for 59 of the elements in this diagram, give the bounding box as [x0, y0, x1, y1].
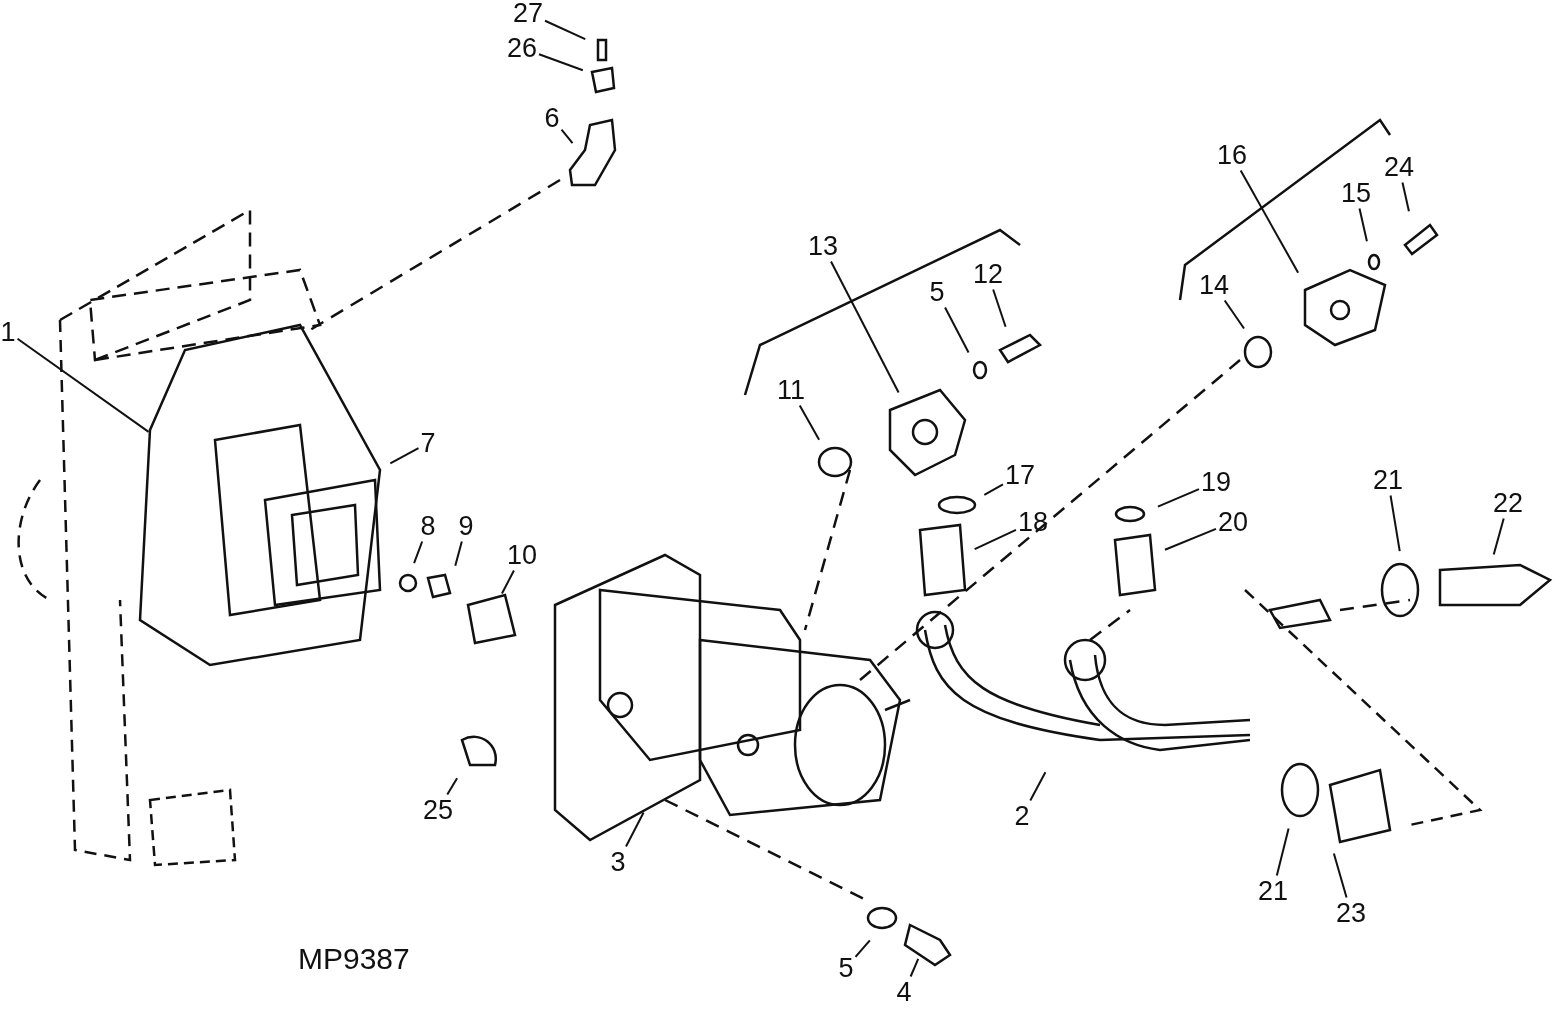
leader-line: [454, 540, 463, 567]
callout-number: 21: [1373, 466, 1403, 494]
callout-number: 9: [458, 512, 474, 540]
callout-number: 5: [838, 954, 854, 982]
callout-number: 4: [896, 978, 912, 1006]
leader-line: [830, 260, 900, 394]
leader-line: [1358, 207, 1368, 243]
leader-line: [992, 288, 1007, 328]
leader-line: [1223, 299, 1246, 330]
leader-line: [1401, 181, 1410, 213]
leader-line: [1332, 852, 1348, 899]
leader-line: [1156, 488, 1200, 508]
callout-number: 21: [1258, 877, 1288, 905]
callout-number: 16: [1217, 141, 1247, 169]
callout-number: 11: [777, 376, 805, 404]
leader-line: [1029, 771, 1047, 802]
callout-number: 3: [610, 848, 626, 876]
callout-number: 23: [1336, 899, 1366, 927]
callout-number: 22: [1493, 489, 1523, 517]
leader-line: [389, 447, 420, 465]
callout-number: 5: [929, 278, 945, 306]
callout-number: 27: [513, 0, 543, 27]
leader-line: [560, 128, 574, 145]
callout-number: 10: [507, 541, 537, 569]
callout-number: 24: [1384, 153, 1414, 181]
callout-number: 18: [1018, 508, 1048, 536]
callout-number: 1: [0, 318, 16, 346]
callout-number: 20: [1218, 508, 1248, 536]
callout-number: 8: [420, 512, 436, 540]
leader-line: [1275, 827, 1290, 877]
callout-number: 7: [420, 429, 436, 457]
leader-line: [1492, 517, 1505, 556]
leader-line: [446, 777, 459, 796]
leader-line: [909, 957, 920, 978]
callout-number: 15: [1341, 179, 1371, 207]
figure-number: MP9387: [298, 942, 410, 976]
callout-number: 12: [973, 260, 1003, 288]
leader-line: [1163, 527, 1217, 551]
leader-line: [973, 528, 1017, 551]
callout-number: 19: [1201, 468, 1231, 496]
callout-number: 14: [1199, 271, 1229, 299]
leader-line: [16, 337, 150, 433]
leader-line: [538, 53, 584, 72]
callout-number: 2: [1014, 802, 1030, 830]
leader-line: [544, 19, 587, 41]
callout-number: 25: [423, 796, 453, 824]
leader-line: [854, 939, 871, 958]
leader-line: [625, 811, 645, 848]
leader-line: [413, 540, 424, 565]
leader-line: [983, 483, 1004, 496]
leader-line: [1389, 494, 1401, 553]
callout-number: 17: [1005, 461, 1035, 489]
leader-line: [798, 404, 821, 441]
callout-number: 26: [507, 34, 537, 62]
leader-line: [944, 306, 970, 354]
callout-number: 6: [544, 104, 560, 132]
leader-line: [501, 569, 515, 595]
leader-line: [1239, 169, 1300, 274]
callout-number: 13: [808, 232, 838, 260]
